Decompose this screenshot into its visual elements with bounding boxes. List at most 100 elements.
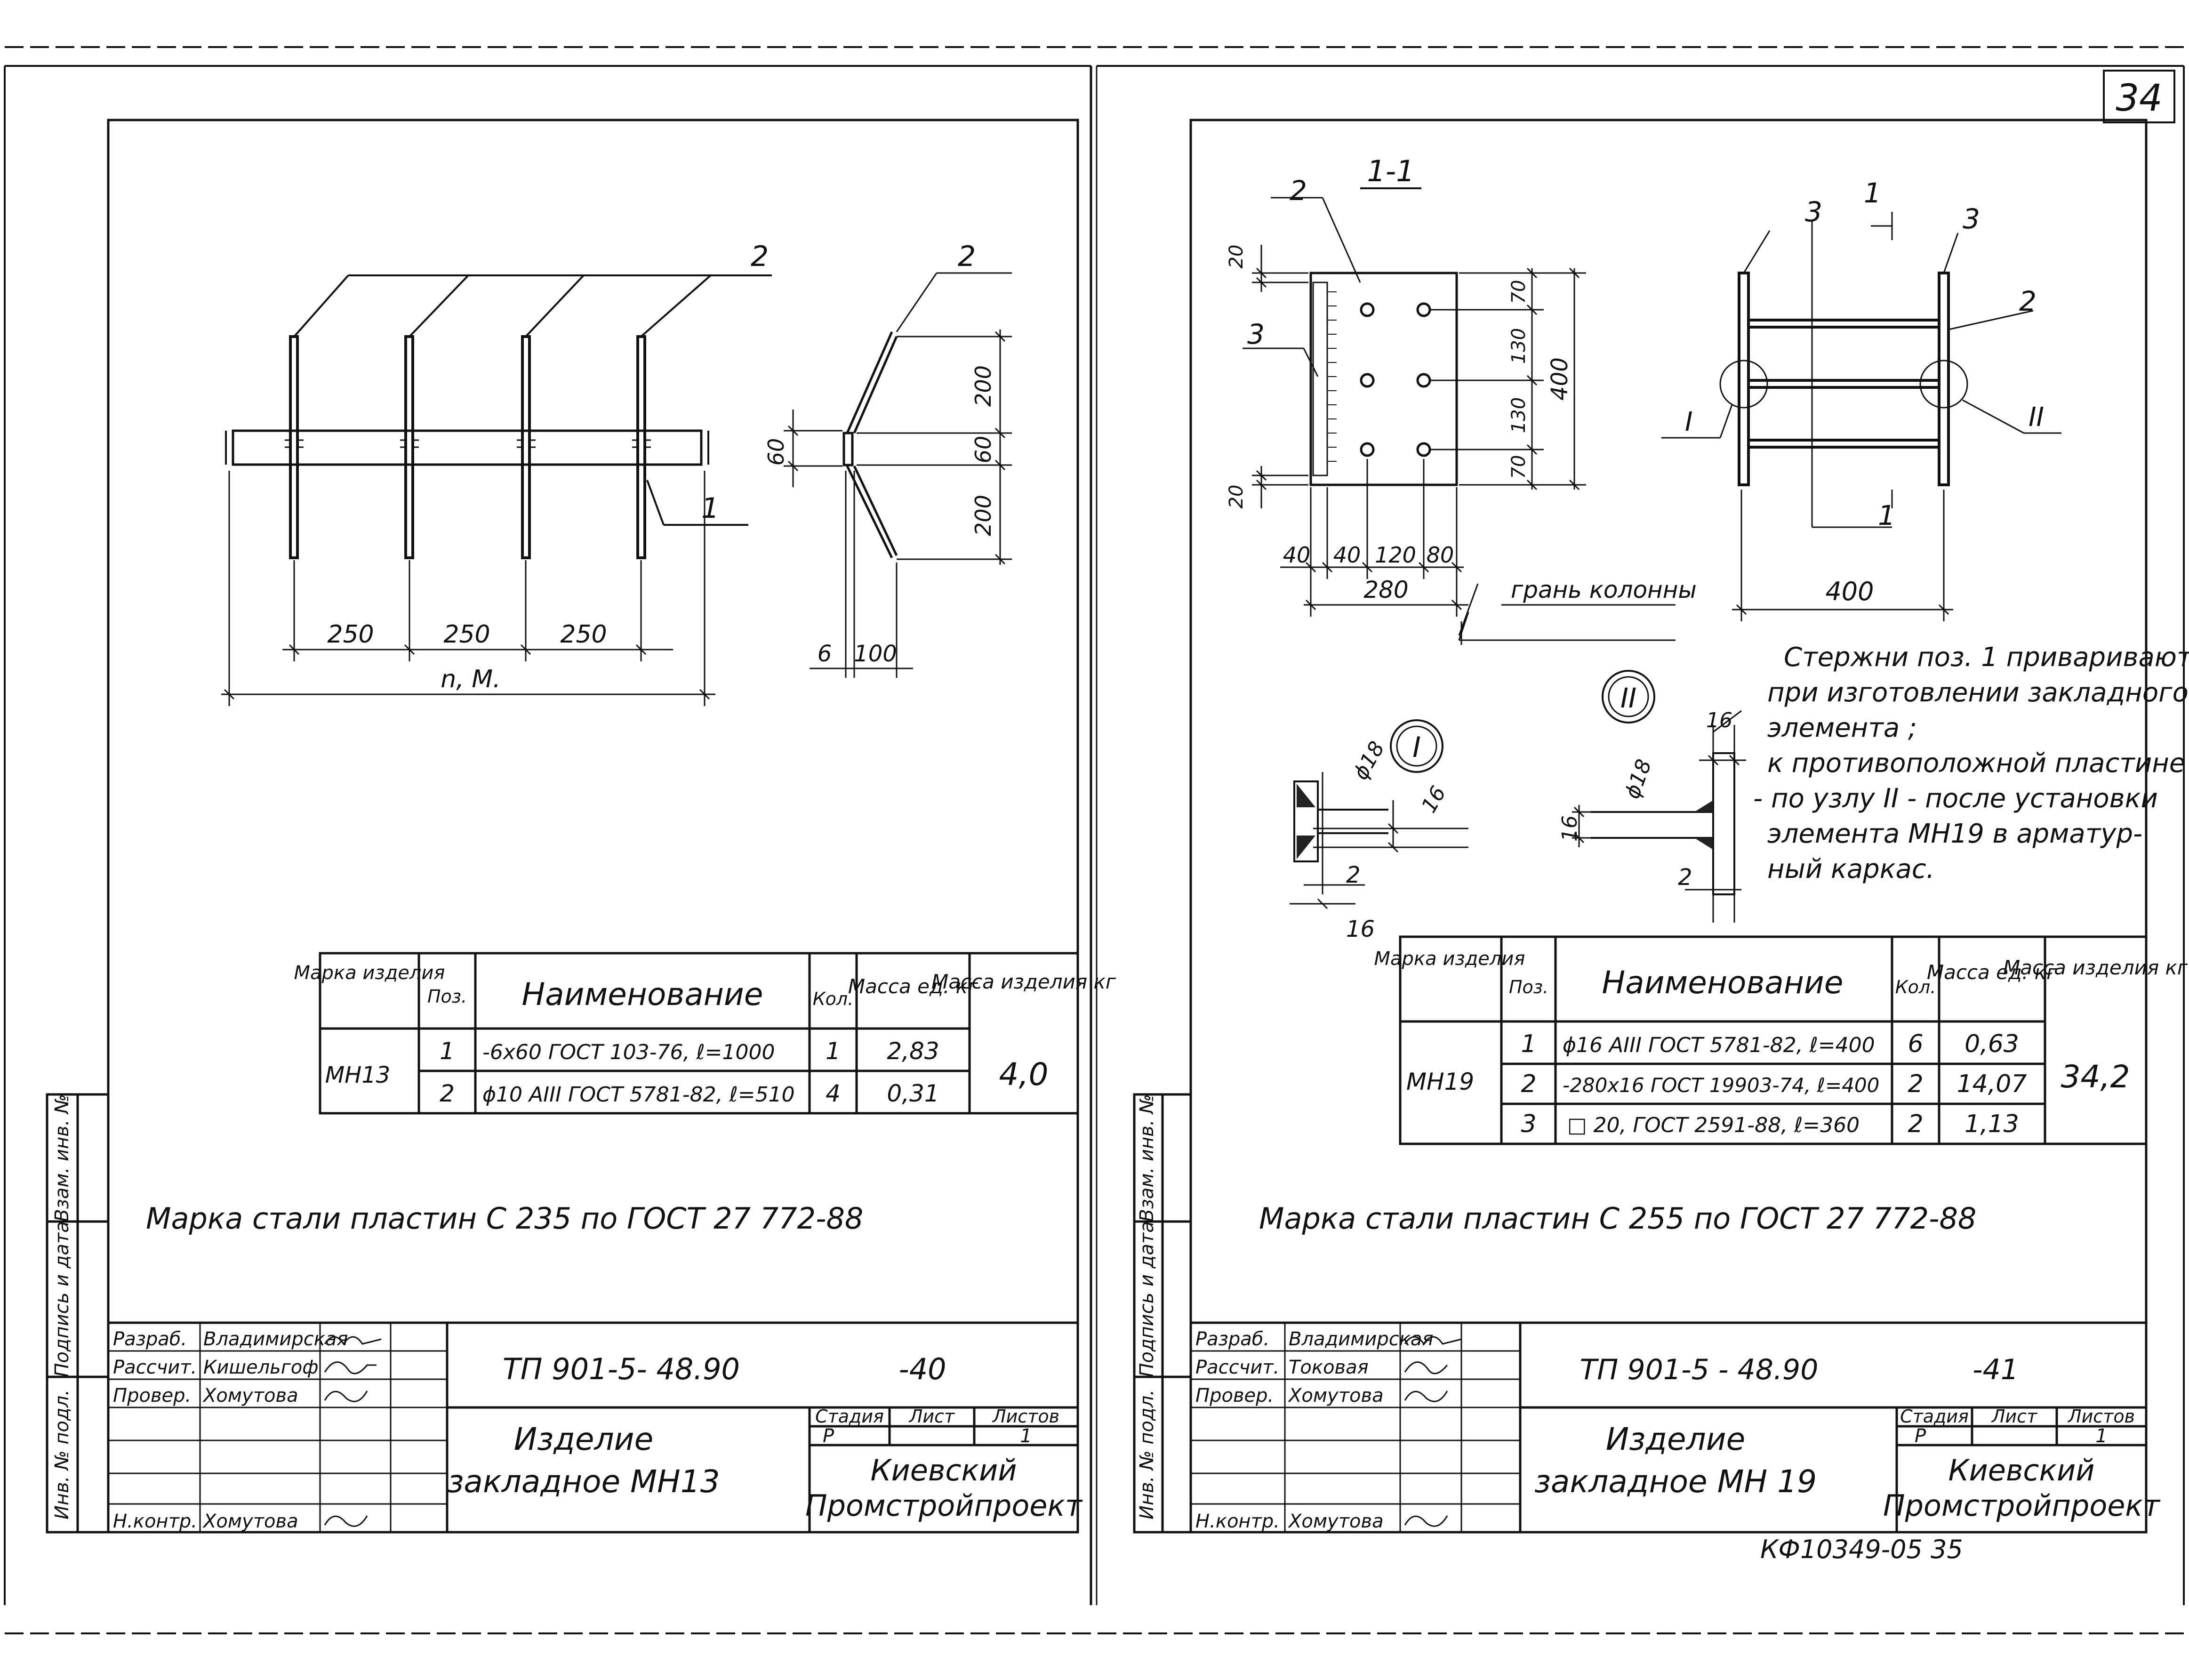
dim-60-b: 60 xyxy=(970,436,996,464)
right-row3-qty: 2 xyxy=(1908,1110,1923,1138)
left-title-line1: Изделие xyxy=(514,1421,653,1457)
node-II-dim2: 2 xyxy=(1678,864,1692,891)
column-face-label: грань колонны xyxy=(1511,576,1697,603)
right-hdr-total-mass: Масса изделия кг xyxy=(2003,956,2188,979)
left-plan-view: 2 1 250 250 250 n, M. xyxy=(221,240,772,706)
right-sheet-h: Лист xyxy=(1991,1406,2038,1427)
dim-60-side: 60 xyxy=(763,438,789,466)
right-signatures xyxy=(1404,1336,1462,1527)
plate-pos1 xyxy=(232,429,703,466)
note-line-4: к противоположной пластине xyxy=(1767,748,2185,779)
left-sheet-h: Лист xyxy=(908,1406,955,1427)
left-row1-name: -6x60 ГОСТ 103-76, ℓ=1000 xyxy=(482,1040,775,1064)
right-hdr-qty: Кол. xyxy=(1895,977,1936,997)
node-I-callout xyxy=(1719,360,1768,409)
left-sheets-h: Листов xyxy=(992,1406,1059,1427)
note-line-2: при изготовлении закладного xyxy=(1767,677,2189,708)
left-row1-qty: 1 xyxy=(826,1037,841,1065)
left-row2-mass: 0,31 xyxy=(887,1080,939,1107)
dim-280: 280 xyxy=(1363,576,1408,603)
right-row1-name: ϕ16 AIII ГОСТ 5781-82, ℓ=400 xyxy=(1563,1033,1875,1057)
node-I-label: I xyxy=(1685,407,1693,437)
left-org-line1: Киевский xyxy=(870,1453,1017,1487)
left-row1-mass: 2,83 xyxy=(887,1037,939,1065)
right-sheet: 1-1 xyxy=(1133,119,2189,1564)
right-sheets-h: Листов xyxy=(2067,1406,2135,1427)
right-org-line2: Промстройпроект xyxy=(1883,1488,2161,1523)
right-row3-pos: 3 xyxy=(1521,1110,1536,1138)
left-hdr-pos: Поз. xyxy=(427,986,467,1007)
right-org-line1: Киевский xyxy=(1948,1453,2094,1487)
left-sheet-code: -40 xyxy=(898,1352,946,1386)
dim-250-b: 250 xyxy=(443,620,490,649)
right-name-1: Владимирская xyxy=(1289,1328,1433,1350)
bar-4 xyxy=(636,335,646,559)
left-side-label-b: Подпись и дата xyxy=(51,1221,73,1377)
node-I-dim2: 2 xyxy=(1346,862,1361,888)
archive-stamp: КФ10349-05 35 xyxy=(1760,1535,1963,1564)
right-stage-h: Стадия xyxy=(1900,1406,1969,1427)
right-stage: Р xyxy=(1915,1425,1926,1447)
left-hdr-qty: Кол. xyxy=(813,989,854,1009)
label-p3-section: 3 xyxy=(1247,318,1265,350)
right-hdr-unit-mass: Масса ед. кг xyxy=(1927,961,2057,984)
left-name-6: Хомутова xyxy=(202,1511,298,1532)
left-row2-name: ϕ10 AIII ГОСТ 5781-82, ℓ=510 xyxy=(482,1083,795,1107)
node-I-detail-label: I xyxy=(1412,731,1421,764)
section-title: 1-1 xyxy=(1367,154,1414,188)
dim-400-horizontal: 400 xyxy=(1825,577,1874,606)
note-line-7: ный каркас. xyxy=(1767,854,1934,884)
dim-40-a: 40 xyxy=(1283,542,1311,568)
right-name-6: Хомутова xyxy=(1288,1511,1384,1532)
bar-2 xyxy=(404,335,414,559)
node-II-detail-label: II xyxy=(1620,682,1636,714)
right-row1-qty: 6 xyxy=(1908,1030,1923,1058)
node-II-label: II xyxy=(2029,402,2044,433)
node-II-dim16-a: 16 xyxy=(1706,708,1732,732)
bar-1 xyxy=(289,335,299,559)
dim-40-b: 40 xyxy=(1333,542,1361,568)
right-mark: МН19 xyxy=(1406,1068,1474,1095)
dim-20-bottom: 20 xyxy=(1226,485,1247,509)
left-title-block: Разраб. Рассчит. Провер. Н.контр. Владим… xyxy=(107,1321,1083,1534)
left-hdr-mark: Марка изделия xyxy=(294,962,445,984)
left-role-2: Рассчит. xyxy=(113,1357,197,1378)
sheet-frame xyxy=(4,46,2185,1634)
right-steel-note: Марка стали пластин С 255 по ГОСТ 27 772… xyxy=(1259,1201,1976,1236)
node-I-dim16-b: 16 xyxy=(1346,916,1375,942)
right-row2-pos: 2 xyxy=(1521,1070,1536,1098)
right-role-1: Разраб. xyxy=(1195,1328,1269,1350)
note-line-1: Стержни поз. 1 привариваются к пластине … xyxy=(1784,642,2189,673)
right-row1-pos: 1 xyxy=(1521,1030,1536,1058)
left-mark: МН13 xyxy=(325,1062,391,1088)
dim-20-top: 20 xyxy=(1226,245,1247,269)
left-role-3: Провер. xyxy=(113,1385,191,1407)
node-II-dim16-b: 16 xyxy=(1558,815,1582,842)
left-org-line2: Промстройпроект xyxy=(805,1488,1083,1523)
left-stage: Р xyxy=(823,1425,834,1447)
left-hdr-total-mass: Масса изделия кг xyxy=(931,970,1116,993)
right-row3-name: □ 20, ГОСТ 2591-88, ℓ=360 xyxy=(1567,1113,1860,1137)
right-title-line1: Изделие xyxy=(1606,1421,1745,1457)
right-name-3: Хомутова xyxy=(1288,1385,1384,1407)
left-steel-note: Марка стали пластин С 235 по ГОСТ 27 772… xyxy=(146,1201,863,1236)
right-row3-mass: 1,13 xyxy=(1964,1110,2019,1138)
angle-pos3 xyxy=(1312,281,1328,476)
label-p2-section: 2 xyxy=(1290,175,1307,207)
note-line-3: элемента ; xyxy=(1767,713,1917,743)
left-name-2: Кишельгоф xyxy=(203,1357,318,1378)
right-row2-mass: 14,07 xyxy=(1957,1070,2027,1098)
left-title-line2: закладное МН13 xyxy=(447,1463,720,1500)
right-elevation-view: 3 3 2 1 1 I II 400 xyxy=(1661,177,2061,621)
node-II-callout xyxy=(1919,360,1968,409)
left-side-label-c: Инв. № подл. xyxy=(51,1390,73,1519)
left-row1-pos: 1 xyxy=(440,1037,455,1065)
dim-400-vertical: 400 xyxy=(1547,357,1573,401)
right-side-label-c: Инв. № подл. xyxy=(1136,1390,1158,1519)
right-side-strip xyxy=(1133,1093,1192,1534)
right-title-line2: закладное МН 19 xyxy=(1534,1463,1817,1500)
left-sheets: 1 xyxy=(1020,1425,1032,1447)
left-hdr-name: Наименование xyxy=(522,976,763,1013)
right-name-2: Токовая xyxy=(1289,1357,1369,1378)
label-p2-elev: 2 xyxy=(2019,285,2037,317)
